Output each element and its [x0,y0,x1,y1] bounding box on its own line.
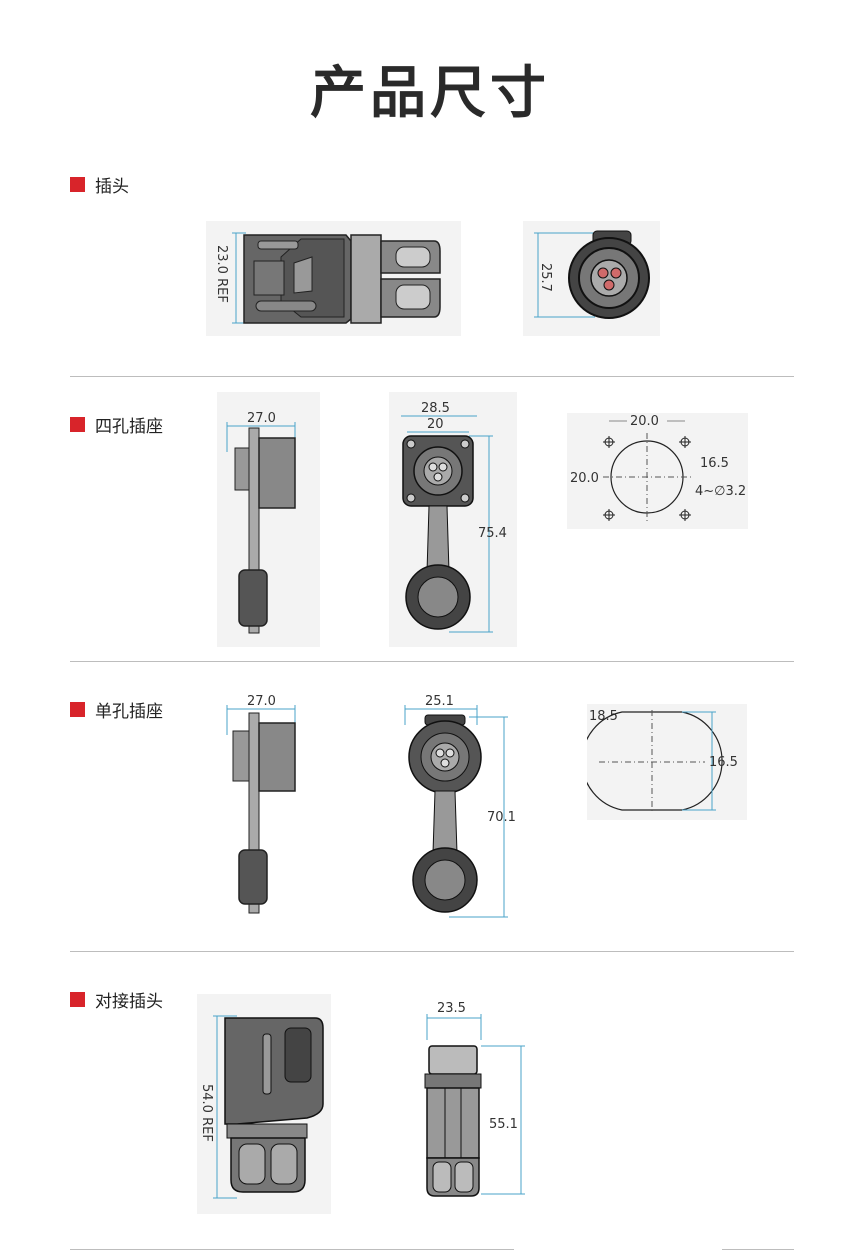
single-hole-front-height: 70.1 [487,810,516,825]
section-header-four-hole-socket: 四孔插座 [70,412,163,437]
four-hole-front-outer: 28.5 [421,401,450,416]
four-hole-front-view: 28.5 20 75.4 [389,392,517,647]
four-hole-side-view: 27.0 [217,392,320,647]
single-hole-cutout-view: 18.5 16.5 [587,704,747,820]
four-hole-cut-height: 20.0 [570,471,599,486]
single-hole-side-drawing: 27.0 [226,694,296,914]
plug-side-dim: 23.0 REF [214,245,229,303]
divider [70,1249,514,1250]
mating-plug-side-drawing: 54.0 REF [199,1015,324,1199]
four-hole-cut-dia: 16.5 [700,456,729,471]
four-hole-hole-spec: 4~∅3.2 [695,484,746,499]
mating-plug-front-height: 55.1 [489,1117,518,1132]
section-header-mating-plug: 对接插头 [70,987,163,1012]
mating-plug-side-dim: 54.0 REF [199,1084,214,1142]
single-hole-cut-flat: 16.5 [709,755,738,770]
four-hole-side-drawing: 27.0 [226,411,296,634]
single-hole-front-drawing: 25.1 70.1 [404,694,516,918]
section-label: 单孔插座 [95,702,163,722]
divider [70,376,794,377]
red-square-icon [70,702,85,717]
four-hole-cut-width: 20.0 [630,414,659,429]
divider [70,661,794,662]
divider [722,1249,794,1250]
red-square-icon [70,177,85,192]
red-square-icon [70,992,85,1007]
page-title: 产品尺寸 [310,61,550,126]
section-label: 对接插头 [95,992,163,1012]
mating-plug-front-width: 23.5 [437,1001,466,1016]
single-hole-cut-dia: 18.5 [589,709,618,724]
mating-plug-side-view: 54.0 REF [197,994,331,1214]
single-hole-cutout-drawing: 18.5 16.5 [587,709,738,814]
plug-face-dim: 25.7 [538,263,553,292]
single-hole-side-view: 27.0 [217,685,320,925]
plug-face-view: 25.7 [523,221,660,336]
single-hole-front-width: 25.1 [425,694,454,709]
four-hole-cutout-drawing: 20.0 20.0 16.5 4~∅3.2 [570,414,746,521]
mating-plug-front-drawing: 23.5 55.1 [424,1001,525,1197]
four-hole-front-drawing: 28.5 20 75.4 [401,401,507,633]
plug-side-view: 23.0 REF [206,221,461,336]
section-header-plug: 插头 [70,172,129,197]
plug-face-drawing: 25.7 [534,230,650,319]
single-hole-side-dim: 27.0 [247,694,276,709]
red-square-icon [70,417,85,432]
single-hole-front-view: 25.1 70.1 [389,685,517,925]
mating-plug-front-view: 23.5 55.1 [419,996,528,1204]
section-header-single-hole-socket: 单孔插座 [70,697,163,722]
four-hole-cutout-view: 20.0 20.0 16.5 4~∅3.2 [567,413,748,529]
four-hole-side-dim: 27.0 [247,411,276,426]
four-hole-front-inner: 20 [427,417,444,432]
plug-side-drawing: 23.0 REF [214,232,441,324]
section-label: 四孔插座 [95,417,163,437]
section-label: 插头 [95,177,129,197]
divider [70,951,794,952]
four-hole-front-height: 75.4 [478,526,507,541]
